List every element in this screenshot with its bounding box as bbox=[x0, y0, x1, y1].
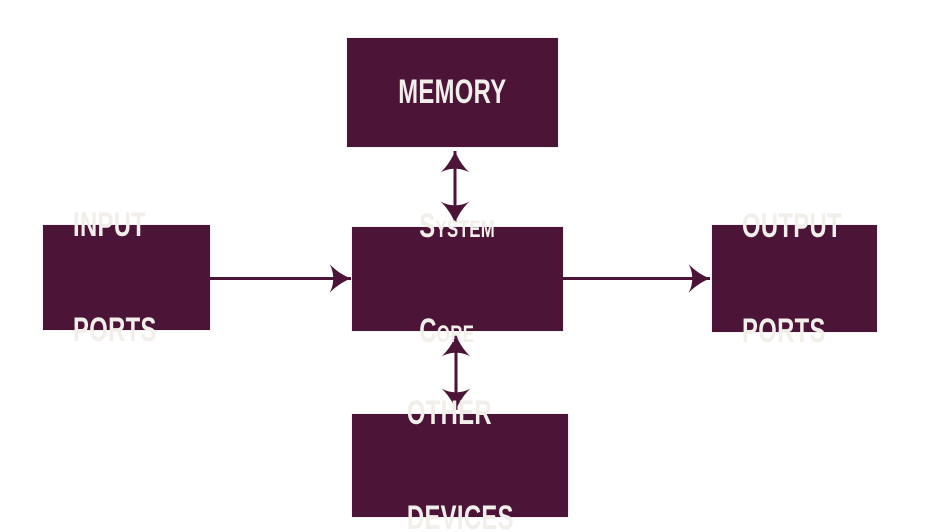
node-system-core-label: System Core bbox=[420, 139, 496, 419]
node-output-ports-line1: OUTPUT bbox=[742, 206, 842, 245]
node-memory: MEMORY bbox=[347, 38, 558, 147]
node-memory-label: MEMORY bbox=[398, 5, 506, 180]
node-other-devices-line2: DEVICES bbox=[406, 498, 514, 532]
node-input-ports: INPUT PORTS bbox=[43, 207, 210, 347]
node-other-devices-line1: OTHER bbox=[406, 393, 492, 432]
node-memory-line1: MEMORY bbox=[398, 73, 507, 111]
node-other-devices-label: OTHER DEVICES bbox=[407, 326, 514, 532]
node-input-ports-line2: PORTS bbox=[73, 310, 157, 349]
node-system-core-line2: Core bbox=[419, 312, 475, 350]
node-output-ports-label: OUTPUT PORTS bbox=[742, 139, 842, 419]
node-system-core-line1: System bbox=[419, 207, 496, 245]
node-output-ports: OUTPUT PORTS bbox=[712, 208, 877, 348]
node-input-ports-line1: INPUT bbox=[73, 205, 147, 244]
node-system-core: System Core bbox=[352, 209, 563, 349]
node-output-ports-line2: PORTS bbox=[742, 311, 826, 350]
node-other-devices: OTHER DEVICES bbox=[352, 395, 568, 532]
node-input-ports-label: INPUT PORTS bbox=[73, 138, 157, 418]
